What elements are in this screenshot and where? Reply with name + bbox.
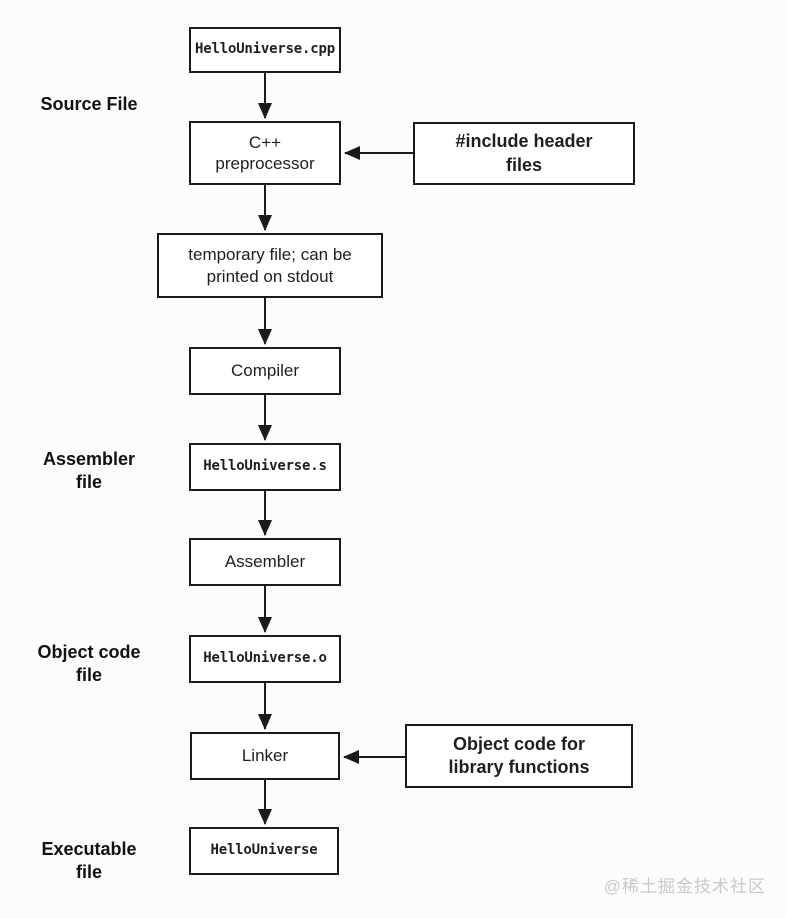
watermark-text: @稀土掘金技术社区 bbox=[603, 877, 766, 896]
node-source-cpp: HelloUniverse.cpp bbox=[189, 27, 341, 73]
node-assembly-file: HelloUniverse.s bbox=[189, 443, 341, 491]
node-include-headers: #include header files bbox=[413, 122, 635, 185]
node-assembler: Assembler bbox=[189, 538, 341, 586]
node-linker: Linker bbox=[190, 732, 340, 780]
node-temp-file: temporary file; can be printed on stdout bbox=[157, 233, 383, 298]
stage-label-executable-file: Executable file bbox=[41, 839, 137, 883]
node-library-objects: Object code for library functions bbox=[405, 724, 633, 788]
stage-label-assembler-file: Assembler file bbox=[42, 449, 136, 493]
stage-label-object-code-file: Object code file bbox=[37, 642, 141, 686]
node-preprocessor: C++ preprocessor bbox=[189, 121, 341, 185]
node-compiler: Compiler bbox=[189, 347, 341, 395]
node-executable: HelloUniverse bbox=[189, 827, 339, 875]
stage-label-source-file: Source File bbox=[40, 94, 138, 114]
node-object-file: HelloUniverse.o bbox=[189, 635, 341, 683]
